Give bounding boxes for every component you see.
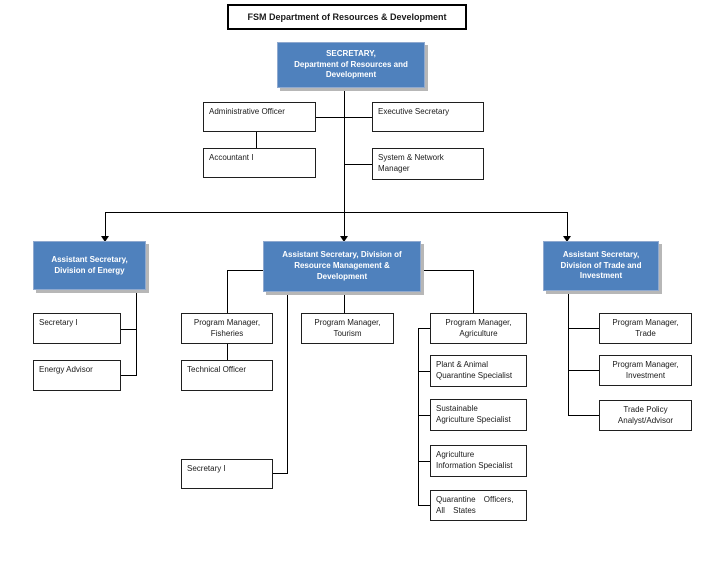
org-node-executive-secretary: Executive Secretary — [372, 102, 484, 132]
org-node-energy-advisor: Energy Advisor — [33, 360, 121, 391]
org-node-agriculture-information: Agriculture Information Specialist — [430, 445, 527, 477]
org-node-quarantine-officers: Quarantine Officers, All States — [430, 490, 527, 521]
connector-line — [121, 329, 136, 330]
org-node-secretary-i-energy: Secretary I — [33, 313, 121, 344]
connector-line — [418, 328, 419, 506]
org-node-trade-policy-analyst: Trade Policy Analyst/Advisor — [599, 400, 692, 431]
connector-line — [418, 371, 430, 372]
connector-line — [344, 292, 345, 313]
connector-line — [568, 291, 569, 416]
connector-line — [418, 461, 430, 462]
org-node-technical-officer: Technical Officer — [181, 360, 273, 391]
connector-line — [105, 212, 568, 213]
connector-line — [105, 212, 106, 238]
connector-line — [567, 212, 568, 238]
connector-line — [418, 505, 430, 506]
org-node-pm-investment: Program Manager, Investment — [599, 355, 692, 386]
org-node-pm-fisheries: Program Manager, Fisheries — [181, 313, 273, 344]
org-node-pm-trade: Program Manager, Trade — [599, 313, 692, 344]
connector-line — [227, 344, 228, 360]
connector-line — [273, 473, 287, 474]
connector-line — [287, 292, 288, 474]
org-node-pm-tourism: Program Manager, Tourism — [301, 313, 394, 344]
org-node-as-trade-investment: Assistant Secretary, Division of Trade a… — [543, 241, 659, 291]
connector-line — [256, 132, 257, 148]
connector-line — [473, 270, 474, 313]
connector-line — [344, 212, 345, 238]
connector-line — [227, 270, 263, 271]
org-node-accountant-i: Accountant I — [203, 148, 316, 178]
connector-line — [568, 415, 599, 416]
org-node-as-resource-management: Assistant Secretary, Division of Resourc… — [263, 241, 421, 292]
connector-line — [418, 415, 430, 416]
connector-line — [316, 117, 372, 118]
connector-line — [227, 270, 228, 313]
org-node-pm-agriculture: Program Manager, Agriculture — [430, 313, 527, 344]
connector-line — [136, 290, 137, 376]
org-node-sustainable-agriculture: Sustainable Agriculture Specialist — [430, 399, 527, 431]
arrowhead-down-icon — [563, 236, 571, 242]
org-node-system-network-manager: System & Network Manager — [372, 148, 484, 180]
chart-title: FSM Department of Resources & Developmen… — [227, 4, 467, 30]
connector-line — [121, 375, 136, 376]
org-node-secretary: SECRETARY, Department of Resources and D… — [277, 42, 425, 88]
org-node-administrative-officer: Administrative Officer — [203, 102, 316, 132]
org-node-secretary-i-rmd: Secretary I — [181, 459, 273, 489]
connector-line — [344, 164, 372, 165]
arrowhead-down-icon — [340, 236, 348, 242]
connector-line — [421, 270, 474, 271]
org-node-as-division-energy: Assistant Secretary, Division of Energy — [33, 241, 146, 290]
connector-line — [568, 328, 599, 329]
org-node-plant-animal-quarantine: Plant & Animal Quarantine Specialist — [430, 355, 527, 387]
arrowhead-down-icon — [101, 236, 109, 242]
connector-line — [418, 328, 430, 329]
connector-line — [568, 370, 599, 371]
connector-line — [344, 88, 345, 213]
